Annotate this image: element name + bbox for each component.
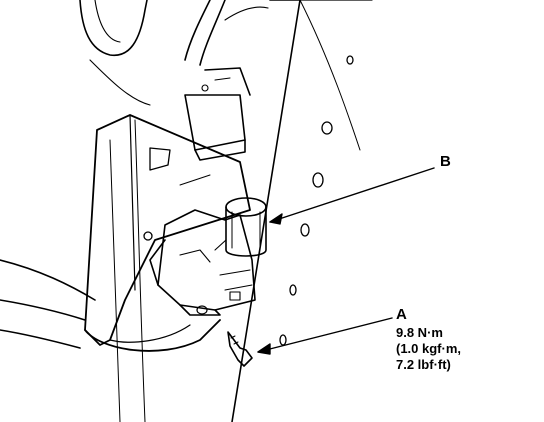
sensor-connector [214, 197, 267, 257]
torque-spec: 9.8 N·m (1.0 kgf·m, 7.2 lbf·ft) [396, 325, 461, 373]
sensor-body [149, 209, 256, 316]
callout-b-label: B [440, 153, 451, 170]
body-panel [0, 0, 373, 422]
panel-holes [279, 55, 354, 346]
mounting-bracket [84, 114, 251, 352]
leader-a [257, 317, 393, 355]
mounting-bolt [196, 305, 253, 367]
torque-kgfm: (1.0 kgf·m, [396, 341, 462, 356]
upper-connector [184, 67, 251, 161]
callout-a-label: A [396, 306, 407, 323]
upper-harness [79, 0, 269, 106]
torque-nm: 9.8 N·m [396, 325, 443, 340]
torque-lbfft: 7.2 lbf·ft) [396, 357, 451, 372]
leader-b [269, 167, 435, 225]
